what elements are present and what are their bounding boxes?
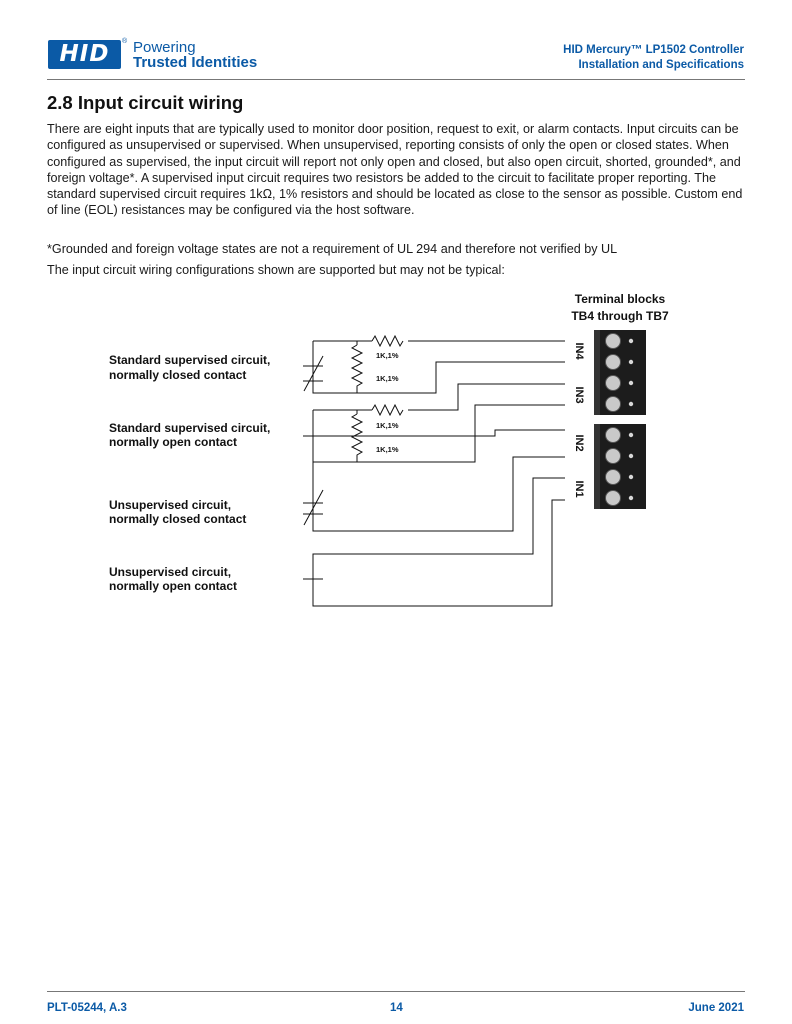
terminal-title-line2: TB4 through TB7 xyxy=(571,309,669,323)
wire-c3-bottom xyxy=(312,456,565,532)
tagline-line2: Trusted Identities xyxy=(133,54,258,71)
resistor-label-c2-parallel: 1K,1% xyxy=(376,445,399,454)
terminal-block-lower xyxy=(594,424,646,509)
resistor-label-c2-series: 1K,1% xyxy=(376,421,399,430)
footer-date: June 2021 xyxy=(688,1002,744,1014)
diagram-intro: The input circuit wiring configurations … xyxy=(47,263,505,277)
input-label-in1: IN1 xyxy=(573,480,585,497)
resistor-label-c1-series: 1K,1% xyxy=(376,351,399,360)
footnote: *Grounded and foreign voltage states are… xyxy=(47,242,618,256)
resistor-c2-series xyxy=(371,403,404,417)
footer-page-number: 14 xyxy=(390,1002,403,1014)
terminal-title-line1: Terminal blocks xyxy=(575,292,666,306)
input-label-in4: IN4 xyxy=(573,342,585,360)
wire-c4-top xyxy=(312,477,565,579)
footer-divider xyxy=(47,991,745,992)
contact-c1-slash xyxy=(303,355,324,392)
footer-doc-number: PLT-05244, A.3 xyxy=(47,1002,127,1014)
resistor-label-c1-parallel: 1K,1% xyxy=(376,374,399,383)
circuit-2-label-line2: normally open contact xyxy=(109,435,237,449)
wire-c2-contact xyxy=(312,404,565,463)
circuit-4-label-line1: Unsupervised circuit, xyxy=(109,565,231,579)
contact-c3-bars xyxy=(303,502,323,515)
circuit-2-label-line1: Standard supervised circuit, xyxy=(109,421,270,435)
wire-c2-top-out xyxy=(408,383,565,411)
input-label-in3: IN3 xyxy=(573,386,585,403)
terminal-block-upper xyxy=(594,330,646,415)
circuit-4-label-line2: normally open contact xyxy=(109,579,237,593)
resistor-c1-parallel xyxy=(350,344,364,393)
document-subtitle: Installation and Specifications xyxy=(578,59,744,71)
resistor-c2-parallel xyxy=(350,413,364,462)
logo-trademark: ® xyxy=(122,38,128,45)
hid-logo: HID xyxy=(48,40,121,69)
tagline-line1: Powering xyxy=(133,39,196,56)
intro-paragraph: There are eight inputs that are typicall… xyxy=(47,122,743,218)
section-title: 2.8 Input circuit wiring xyxy=(47,92,244,113)
header-divider xyxy=(47,79,745,80)
resistor-c1-series xyxy=(371,334,404,348)
contact-c3-slash xyxy=(303,489,324,526)
circuit-3-label-line2: normally closed contact xyxy=(109,512,246,526)
circuit-3-label-line1: Unsupervised circuit, xyxy=(109,498,231,512)
wire-c1-contact xyxy=(312,341,565,394)
page-header: HID ® Powering Trusted Identities HID Me… xyxy=(0,0,792,80)
wire-c3-top xyxy=(312,429,565,483)
circuit-1-label-line1: Standard supervised circuit, xyxy=(109,353,270,367)
circuit-1-label-line2: normally closed contact xyxy=(109,368,246,382)
wire-c4-bottom xyxy=(312,499,565,607)
contact-c1-bars xyxy=(303,365,323,382)
input-label-in2: IN2 xyxy=(573,434,585,451)
document-title: HID Mercury™ LP1502 Controller xyxy=(563,44,744,56)
